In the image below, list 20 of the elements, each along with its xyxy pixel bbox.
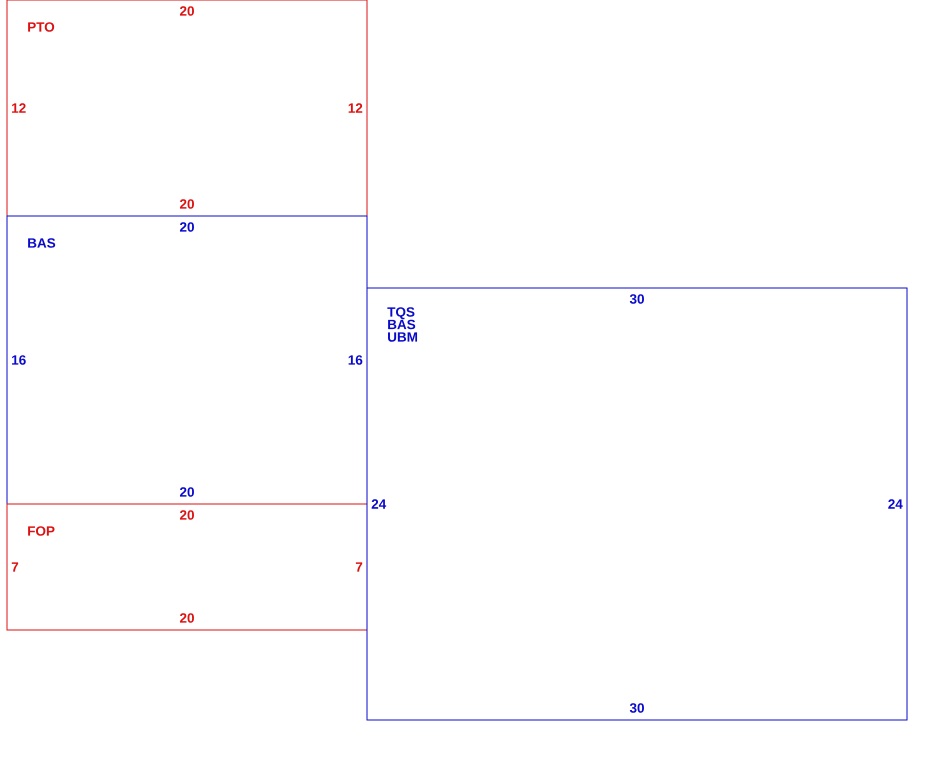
- dimension-label: 20: [180, 6, 194, 16]
- area-label: TQS BAS UBM: [387, 307, 418, 342]
- dimension-label: 30: [630, 294, 644, 304]
- dimension-label: 16: [348, 355, 362, 365]
- dimension-label: 20: [180, 613, 194, 623]
- area-label: BAS: [28, 238, 56, 248]
- dimension-label: 24: [372, 499, 386, 509]
- dimension-label: 20: [180, 199, 194, 209]
- dimension-label: 7: [356, 562, 362, 572]
- dimension-label: 20: [180, 487, 194, 497]
- dimension-label: 20: [180, 510, 194, 520]
- area-label: PTO: [28, 22, 54, 32]
- dimension-label: 7: [12, 562, 18, 572]
- area-label: FOP: [28, 526, 54, 536]
- dimension-label: 24: [888, 499, 903, 509]
- dimension-label: 30: [630, 703, 644, 713]
- dimension-label: 20: [180, 222, 194, 232]
- dimension-label: 12: [12, 103, 26, 113]
- dimension-label: 16: [12, 355, 26, 365]
- dimension-label: 12: [348, 103, 362, 113]
